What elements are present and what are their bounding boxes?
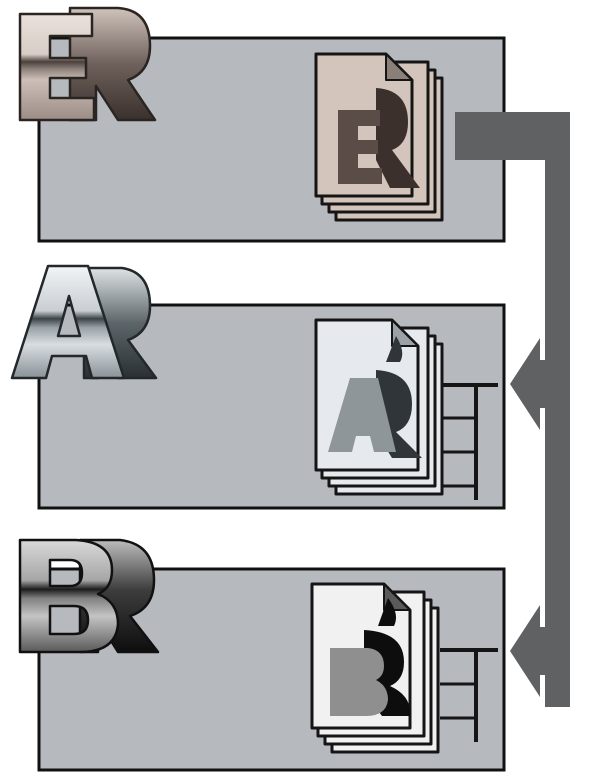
ar-document-stack-icon bbox=[314, 318, 498, 500]
er-monogram-logo-icon bbox=[18, 6, 157, 122]
ar-monogram-logo-icon bbox=[10, 264, 158, 380]
branching-arrow-icon bbox=[455, 112, 570, 707]
br-document-stack-icon bbox=[310, 582, 498, 754]
er-document-stack-icon bbox=[314, 52, 444, 222]
br-monogram-logo-icon bbox=[18, 538, 160, 654]
